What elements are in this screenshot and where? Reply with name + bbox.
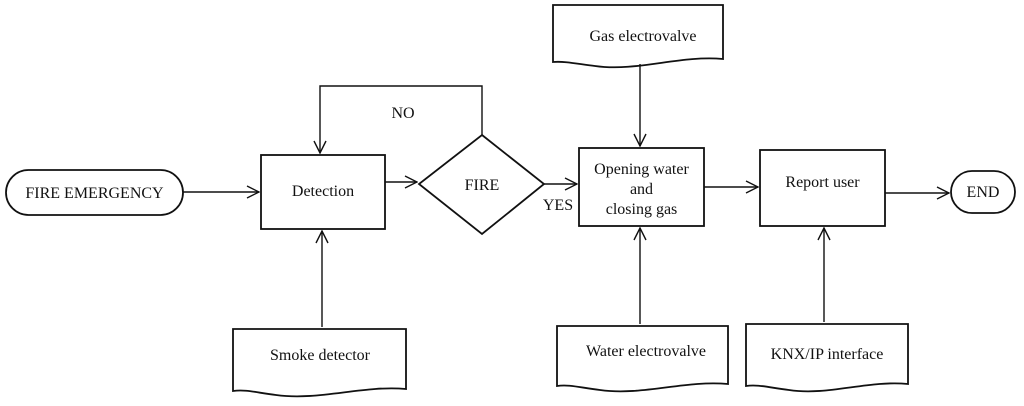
action-label-line1: Opening water [594,161,689,178]
end-terminator: END [950,170,1016,214]
water-electrovalve-label: Water electrovalve [586,343,706,360]
action-process: Opening water and closing gas [578,147,705,227]
end-label: END [967,184,1000,201]
water-electrovalve-document: Water electrovalve [556,325,729,393]
action-label-line3: closing gas [606,201,678,218]
smoke-detector-label: Smoke detector [270,347,371,364]
decision-label: FIRE [465,177,500,194]
fire-decision: FIRE [417,133,546,236]
detection-label: Detection [292,183,354,200]
detection-process: Detection [260,154,386,230]
yes-branch-label: YES [543,197,573,214]
smoke-detector-document: Smoke detector [232,328,407,398]
start-terminator: FIRE EMERGENCY [5,169,184,216]
gas-electrovalve-document: Gas electrovalve [552,4,724,69]
no-branch-label: NO [391,105,414,122]
action-label-line2: and [630,181,653,198]
knx-interface-document: KNX/IP interface [745,323,909,393]
loop-no-to-detection [320,85,483,153]
start-label: FIRE EMERGENCY [25,185,164,202]
report-label: Report user [785,174,860,191]
report-process: Report user [759,149,886,227]
knx-interface-label: KNX/IP interface [771,346,884,363]
gas-electrovalve-label: Gas electrovalve [589,28,696,45]
